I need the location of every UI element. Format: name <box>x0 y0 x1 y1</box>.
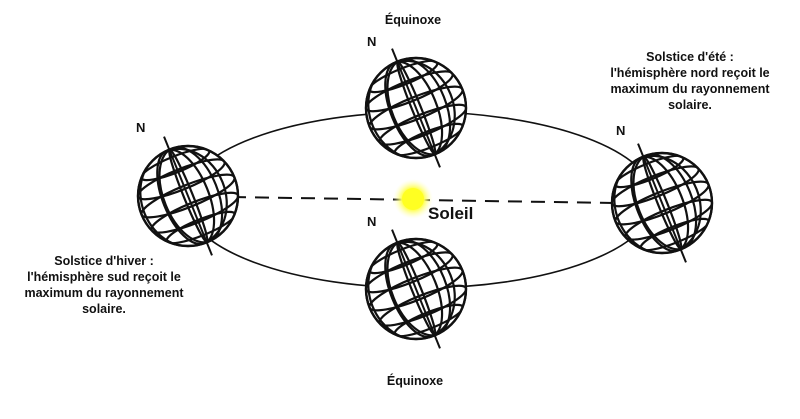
globe-left-winter <box>136 136 240 256</box>
winter-solstice-line4: solaire. <box>82 302 126 316</box>
globe-top-equinox-axis <box>391 48 441 168</box>
north-label-top-globe: N <box>367 34 377 49</box>
summer-solstice-line2: l'hémisphère nord reçoit le <box>610 66 770 80</box>
winter-solstice-line2: l'hémisphère sud reçoit le <box>27 270 181 284</box>
north-label-bottom-globe: N <box>367 214 377 229</box>
globe-bottom-equinox <box>364 229 468 349</box>
globe-bottom-equinox-axis <box>391 229 441 349</box>
globe-top-equinox <box>364 48 468 168</box>
winter-solstice-caption: Solstice d'hiver : l'hémisphère sud reço… <box>4 253 204 317</box>
north-label-right-globe: N <box>616 123 626 138</box>
summer-solstice-caption: Solstice d'été : l'hémisphère nord reçoi… <box>590 49 790 113</box>
globe-right-summer-axis <box>637 143 687 263</box>
globe-left-winter-axis <box>163 136 213 256</box>
winter-solstice-line1: Solstice d'hiver : <box>54 254 154 268</box>
sun-label: Soleil <box>428 204 474 223</box>
summer-solstice-line1: Solstice d'été : <box>646 50 734 64</box>
north-label-left-globe: N <box>136 120 146 135</box>
equinox-top-label: Équinoxe <box>384 13 442 27</box>
globe-right-summer <box>610 143 714 263</box>
equinox-bottom-label: Équinoxe <box>386 374 444 388</box>
sun <box>402 188 424 210</box>
winter-solstice-line3: maximum du rayonnement <box>24 286 184 300</box>
summer-solstice-line4: solaire. <box>668 98 712 112</box>
summer-solstice-line3: maximum du rayonnement <box>610 82 770 96</box>
